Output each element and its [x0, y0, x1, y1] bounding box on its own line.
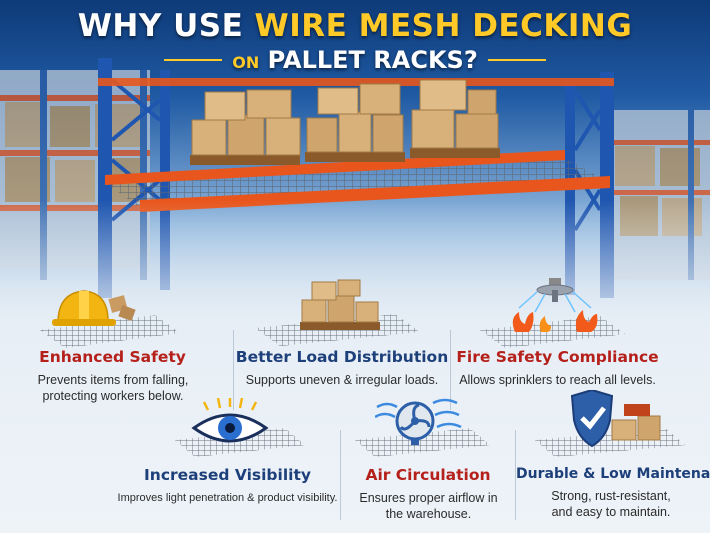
title-highlight: WIRE MESH DECKING	[254, 8, 633, 44]
subtitle-on: ON	[232, 53, 260, 72]
feature-durable-low-maintenance: Durable & Low Maintenance Strong, rust-r…	[516, 466, 710, 520]
feature-description: Prevents items from falling, protecting …	[37, 373, 189, 403]
title-rule-right	[487, 59, 546, 61]
feature-description: Supports uneven & irregular loads.	[245, 373, 439, 387]
page-title: WHY USE WIRE MESH DECKING	[0, 8, 710, 44]
sprinkler-fire-icon	[512, 278, 598, 332]
feature-title: Fire Safety Compliance	[456, 348, 659, 366]
feature-better-load-distribution: Better Load Distribution Supports uneven…	[232, 348, 452, 388]
feature-description: Strong, rust-resistant, and easy to main…	[551, 489, 671, 519]
feature-fire-safety-compliance: Fire Safety Compliance Allows sprinklers…	[455, 348, 660, 388]
fan-icon	[375, 398, 462, 445]
feature-title: Enhanced Safety	[39, 348, 186, 366]
page-subtitle: ON PALLET RACKS?	[232, 46, 478, 74]
feature-description: Ensures proper airflow in the warehouse.	[359, 491, 498, 521]
feature-enhanced-safety: Enhanced Safety Prevents items from fall…	[10, 348, 215, 404]
subtitle-row: ON PALLET RACKS?	[0, 46, 710, 74]
subtitle-rest: PALLET RACKS?	[267, 46, 478, 74]
divider	[340, 430, 341, 520]
divider	[450, 330, 451, 410]
divider	[515, 430, 516, 520]
feature-air-circulation: Air Circulation Ensures proper airflow i…	[342, 466, 514, 522]
feature-title: Better Load Distribution	[235, 348, 449, 366]
eye-icon	[191, 398, 269, 443]
pallet-boxes-icon	[300, 279, 380, 330]
hard-hat-icon	[52, 290, 136, 326]
feature-description: Improves light penetration & product vis…	[117, 492, 338, 504]
divider	[233, 330, 234, 410]
feature-description: Allows sprinklers to reach all levels.	[459, 373, 656, 387]
header: WHY USE WIRE MESH DECKING ON PALLET RACK…	[0, 8, 710, 74]
feature-title: Durable & Low Maintenance	[516, 466, 710, 482]
feature-title: Air Circulation	[365, 466, 491, 484]
title-part: WHY USE	[77, 8, 255, 44]
title-rule-left	[164, 59, 223, 61]
feature-title: Increased Visibility	[144, 466, 311, 484]
shield-check-icon	[570, 390, 661, 448]
feature-increased-visibility: Increased Visibility Improves light pene…	[115, 466, 340, 506]
